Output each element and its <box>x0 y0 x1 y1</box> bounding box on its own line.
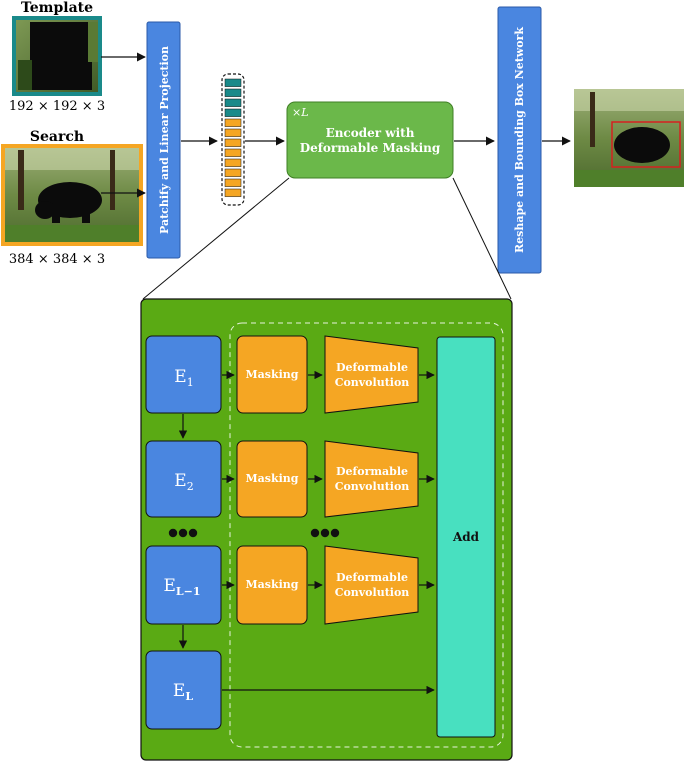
deform-conv-block-3 <box>324 545 419 625</box>
encoder-el-1-label: EL−1 <box>163 576 200 598</box>
token-stack <box>221 73 245 206</box>
encoder-e1-label: E1 <box>174 367 193 389</box>
zoom-line-left <box>142 177 290 300</box>
deform-conv-label-2a: Deformable <box>336 465 408 478</box>
search-token <box>224 148 242 157</box>
bounding-box <box>611 121 681 168</box>
encoder-repeat-label: ×L <box>292 106 309 119</box>
encoder-el-1 <box>145 545 222 625</box>
masking-region <box>229 322 504 748</box>
deform-conv-label-1b: Convolution <box>335 376 410 389</box>
search-token <box>224 138 242 147</box>
patchify-block <box>146 21 181 259</box>
encoder-e1 <box>145 335 222 414</box>
template-image <box>12 16 102 96</box>
patchify-label: Patchify and Linear Projection <box>158 46 171 234</box>
reshape-block <box>497 6 542 274</box>
template-size-label: 192 × 192 × 3 <box>9 99 105 114</box>
masking-label-1: Masking <box>246 368 299 381</box>
encoder-e2 <box>145 440 222 518</box>
ellipsis-dots-right <box>310 528 340 538</box>
output-image <box>574 89 684 187</box>
add-label: Add <box>452 530 480 544</box>
ellipsis-dots-left <box>168 528 198 538</box>
search-token <box>224 178 242 187</box>
deform-conv-label-1a: Deformable <box>336 361 408 374</box>
masking-block-1 <box>236 335 308 414</box>
encoder-el <box>145 650 222 730</box>
deform-conv-label-2b: Convolution <box>335 480 410 493</box>
add-block <box>436 336 496 738</box>
search-size-label: 384 × 384 × 3 <box>9 252 105 267</box>
search-token <box>224 128 242 137</box>
deform-conv-label-3a: Deformable <box>336 571 408 584</box>
template-token <box>224 98 242 107</box>
search-token <box>224 158 242 167</box>
reshape-label: Reshape and Bounding Box Network <box>513 27 526 253</box>
masking-block-2 <box>236 440 308 518</box>
masking-label-2: Masking <box>246 472 299 485</box>
masking-label-3: Masking <box>246 578 299 591</box>
deform-conv-label-3b: Convolution <box>335 586 410 599</box>
encoder-e2-label: E2 <box>174 471 193 493</box>
encoder-label-line1: Encoder with <box>326 126 415 140</box>
search-token <box>224 188 242 197</box>
search-label: Search <box>30 129 84 145</box>
template-token <box>224 108 242 117</box>
encoder-el-label: EL <box>173 681 193 703</box>
zoom-line-right <box>452 177 512 300</box>
encoder-block <box>286 101 454 179</box>
template-token <box>224 78 242 87</box>
deform-conv-block-2 <box>324 440 419 518</box>
template-token <box>224 88 242 97</box>
template-label: Template <box>21 0 93 16</box>
search-token <box>224 118 242 127</box>
deform-conv-block-1 <box>324 335 419 414</box>
search-token <box>224 168 242 177</box>
encoder-label-line2: Deformable Masking <box>300 141 441 155</box>
search-image <box>1 144 143 246</box>
masking-block-3 <box>236 545 308 625</box>
